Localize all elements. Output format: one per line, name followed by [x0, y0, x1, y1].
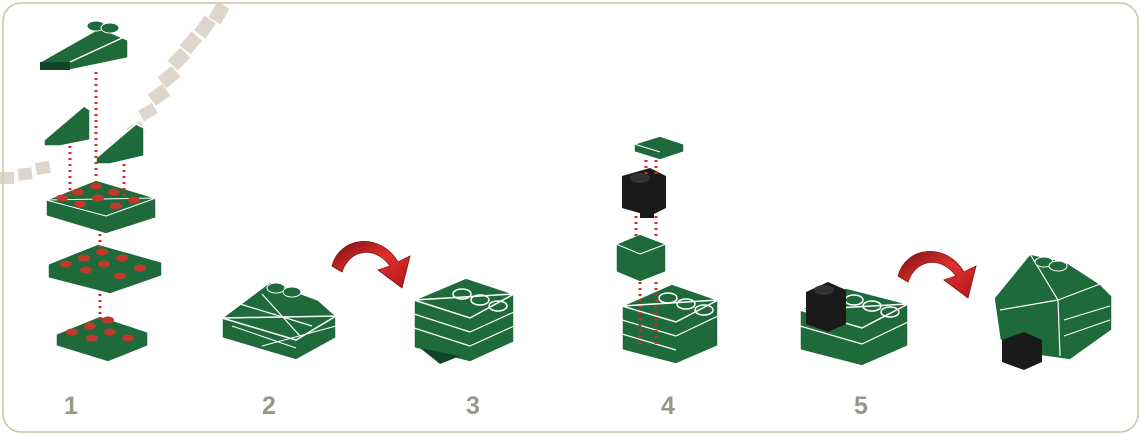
rotate-arrow-icon [331, 241, 411, 289]
final-model [993, 253, 1113, 370]
step-number-4: 4 [661, 392, 675, 420]
step-5-assembly [799, 282, 909, 367]
step-4-exploded-view [615, 135, 719, 365]
step-2-assembly [221, 281, 339, 361]
step-number-5: 5 [854, 392, 868, 420]
step-number-2: 2 [262, 392, 276, 420]
step-number-3: 3 [466, 392, 480, 420]
step-3-assembly [413, 277, 515, 364]
step-1-exploded-view [39, 20, 163, 363]
rotate-arrow-icon [897, 251, 977, 299]
step-number-1: 1 [64, 392, 78, 420]
